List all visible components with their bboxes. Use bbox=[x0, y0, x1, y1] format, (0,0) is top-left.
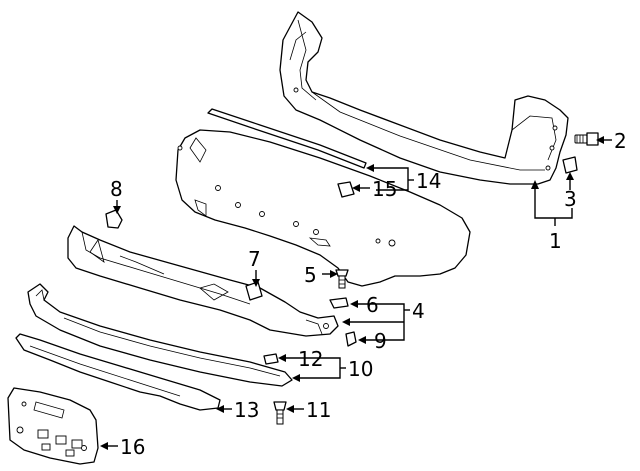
callout-9: 9 bbox=[374, 329, 387, 353]
clip-part-9 bbox=[345, 331, 357, 347]
bracket-part-7 bbox=[245, 281, 263, 301]
callout-1: 1 bbox=[549, 229, 562, 253]
callout-8: 8 bbox=[110, 177, 123, 201]
trim-strip-part-14 bbox=[207, 108, 367, 169]
callout-10: 10 bbox=[348, 357, 373, 381]
callout-labels: 1 2 3 4 5 6 7 8 9 10 11 12 13 14 15 16 bbox=[110, 129, 627, 459]
callout-13: 13 bbox=[234, 398, 259, 422]
callout-15: 15 bbox=[372, 177, 397, 201]
clip-part-12 bbox=[263, 353, 279, 365]
bumper-cover-part bbox=[175, 129, 471, 287]
pad-part-3 bbox=[562, 156, 578, 174]
callout-7: 7 bbox=[248, 247, 261, 271]
lower-grille-part bbox=[67, 225, 339, 337]
bolt-part-2 bbox=[574, 132, 599, 146]
callout-12: 12 bbox=[298, 347, 323, 371]
callout-3: 3 bbox=[564, 187, 577, 211]
callout-5: 5 bbox=[304, 263, 317, 287]
license-bracket-part-16 bbox=[7, 387, 99, 465]
clip-part-6 bbox=[329, 297, 349, 309]
callout-4: 4 bbox=[412, 299, 425, 323]
callout-6: 6 bbox=[366, 293, 379, 317]
energy-absorber-part bbox=[279, 11, 569, 185]
arrowheads bbox=[100, 136, 604, 450]
lower-molding-part-13 bbox=[15, 333, 221, 411]
skid-plate-part bbox=[27, 283, 293, 387]
clip-part-8 bbox=[105, 209, 123, 229]
callout-2: 2 bbox=[614, 129, 627, 153]
callout-11: 11 bbox=[306, 398, 331, 422]
callout-14: 14 bbox=[416, 169, 441, 193]
bolt-part-11 bbox=[273, 401, 287, 425]
retainer-part-15 bbox=[337, 181, 355, 198]
callout-16: 16 bbox=[120, 435, 145, 459]
